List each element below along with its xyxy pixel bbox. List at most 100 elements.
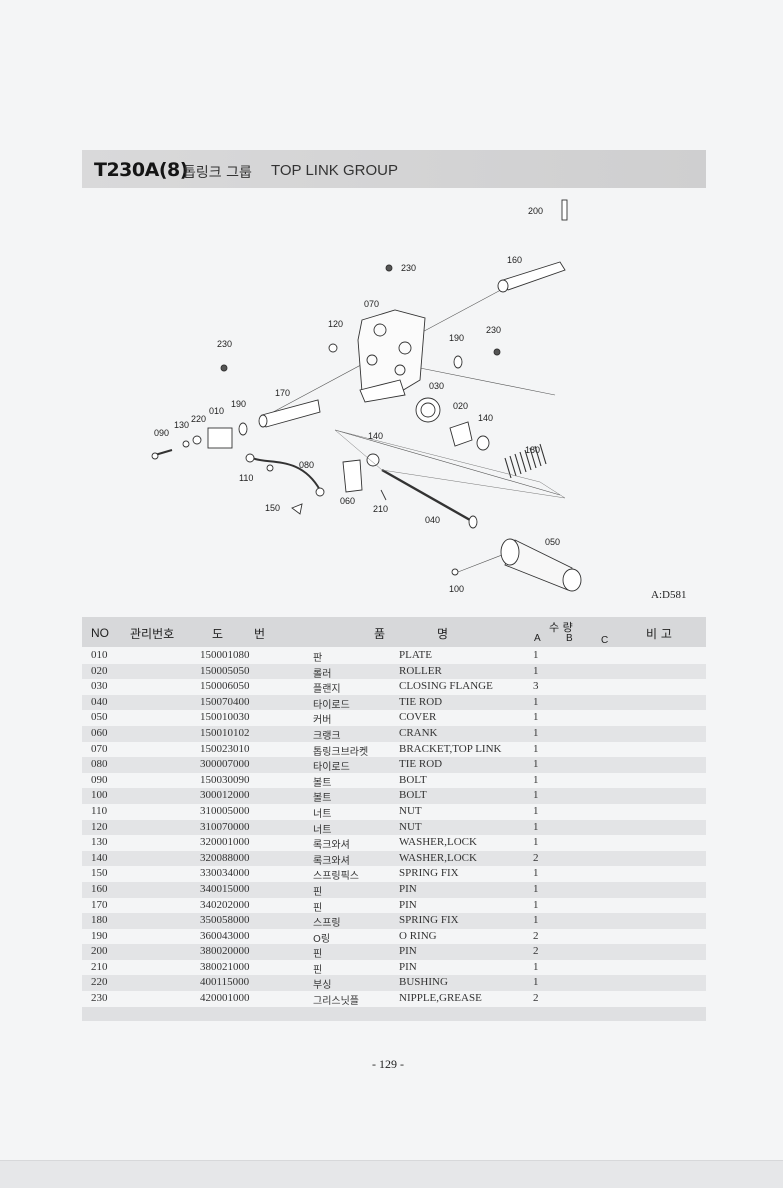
callout-label: 140: [368, 431, 383, 441]
korean-name-cell: 타이로드: [313, 699, 350, 711]
management-number-cell: 340015000: [200, 882, 250, 895]
part-no-cell: 180: [91, 914, 108, 927]
part-no-cell: 120: [91, 820, 108, 833]
part-no-cell: 130: [91, 836, 108, 849]
korean-name-cell: 핀: [313, 964, 323, 976]
quantity-cell: 1: [533, 695, 539, 708]
part-no-cell: 200: [91, 945, 108, 958]
korean-name-cell: 롤러: [313, 668, 332, 680]
parts-table-header: NO 관리번호 도 번 품 명 수 량 A B C 비 고: [82, 617, 706, 647]
management-number-cell: 330034000: [200, 867, 250, 880]
header-drawing: 도: [212, 627, 224, 641]
korean-name-cell: 스프링픽스: [313, 871, 359, 883]
english-name-cell: TIE ROD: [399, 758, 443, 771]
english-name-cell: PIN: [399, 898, 417, 911]
management-number-cell: 150023010: [200, 742, 250, 755]
part-no-cell: 170: [91, 898, 108, 911]
part-no-cell: 160: [91, 882, 108, 895]
table-footer-band: [82, 1007, 706, 1021]
header-management-number: 관리번호: [130, 627, 175, 641]
header-qty-b: B: [566, 633, 573, 644]
callout-label: 100: [449, 584, 464, 594]
part-no-cell: 070: [91, 742, 108, 755]
management-number-cell: 340202000: [200, 898, 250, 911]
part-no-cell: 140: [91, 851, 108, 864]
korean-name-cell: 그리스닛플: [313, 996, 359, 1008]
header-remarks: 비 고: [646, 627, 672, 641]
management-number-cell: 150010102: [200, 726, 250, 739]
quantity-cell: 1: [533, 804, 539, 817]
quantity-cell: 1: [533, 789, 539, 802]
header-number: 번: [254, 627, 266, 641]
part-no-cell: 190: [91, 929, 108, 942]
management-number-cell: 150030090: [200, 773, 250, 786]
callout-label: 170: [275, 388, 290, 398]
quantity-cell: 2: [533, 992, 539, 1005]
quantity-cell: 1: [533, 836, 539, 849]
korean-name-cell: 톱링크브라켓: [313, 746, 369, 758]
english-name-cell: COVER: [399, 711, 437, 724]
callout-label: 040: [425, 515, 440, 525]
management-number-cell: 150005050: [200, 664, 250, 677]
bracket-070-shape: [357, 309, 426, 403]
english-name-cell: NUT: [399, 820, 422, 833]
korean-name-cell: 부싱: [313, 980, 332, 992]
quantity-cell: 2: [533, 945, 539, 958]
callout-label: 230: [401, 263, 416, 273]
callout-label: 050: [545, 537, 560, 547]
part-no-cell: 030: [91, 680, 108, 693]
management-number-cell: 320001000: [200, 836, 250, 849]
callout-label: 150: [265, 503, 280, 513]
quantity-cell: 1: [533, 976, 539, 989]
callout-label: 130: [174, 420, 189, 430]
quantity-cell: 2: [533, 929, 539, 942]
korean-name-cell: 커버: [313, 715, 332, 727]
management-number-cell: 150070400: [200, 695, 250, 708]
group-title-english: TOP LINK GROUP: [271, 162, 398, 179]
section-title-bar: T230A(8) 톱링크 그룹 TOP LINK GROUP: [82, 150, 706, 188]
callout-label: 140: [478, 413, 493, 423]
small-fittings: [220, 264, 501, 372]
english-name-cell: BOLT: [399, 789, 427, 802]
plate-010-assembly: [151, 427, 233, 460]
part-no-cell: 040: [91, 695, 108, 708]
callout-label: 070: [364, 299, 379, 309]
tie-rod-080-shape: [245, 453, 325, 515]
korean-name-cell: 핀: [313, 886, 323, 898]
callout-labels: 200 230 160 070 120 190 230 230 030 020 …: [154, 206, 560, 594]
part-no-cell: 110: [91, 804, 108, 817]
quantity-cell: 1: [533, 649, 539, 661]
management-number-cell: 350058000: [200, 914, 250, 927]
quantity-cell: 1: [533, 867, 539, 880]
quantity-cell: 1: [533, 914, 539, 927]
header-qty-a: A: [534, 633, 541, 644]
quantity-cell: 1: [533, 711, 539, 724]
callout-label: 200: [528, 206, 543, 216]
header-name: 명: [437, 627, 449, 641]
part-no-cell: 020: [91, 664, 108, 677]
callout-label: 190: [231, 399, 246, 409]
english-name-cell: BUSHING: [399, 976, 448, 989]
korean-name-cell: 록크와셔: [313, 840, 350, 852]
quantity-cell: 1: [533, 960, 539, 973]
quantity-cell: 1: [533, 726, 539, 739]
figure-reference: A:D581: [651, 589, 687, 601]
part-no-cell: 060: [91, 726, 108, 739]
korean-name-cell: 볼트: [313, 777, 332, 789]
quantity-cell: 1: [533, 758, 539, 771]
part-no-cell: 150: [91, 867, 108, 880]
